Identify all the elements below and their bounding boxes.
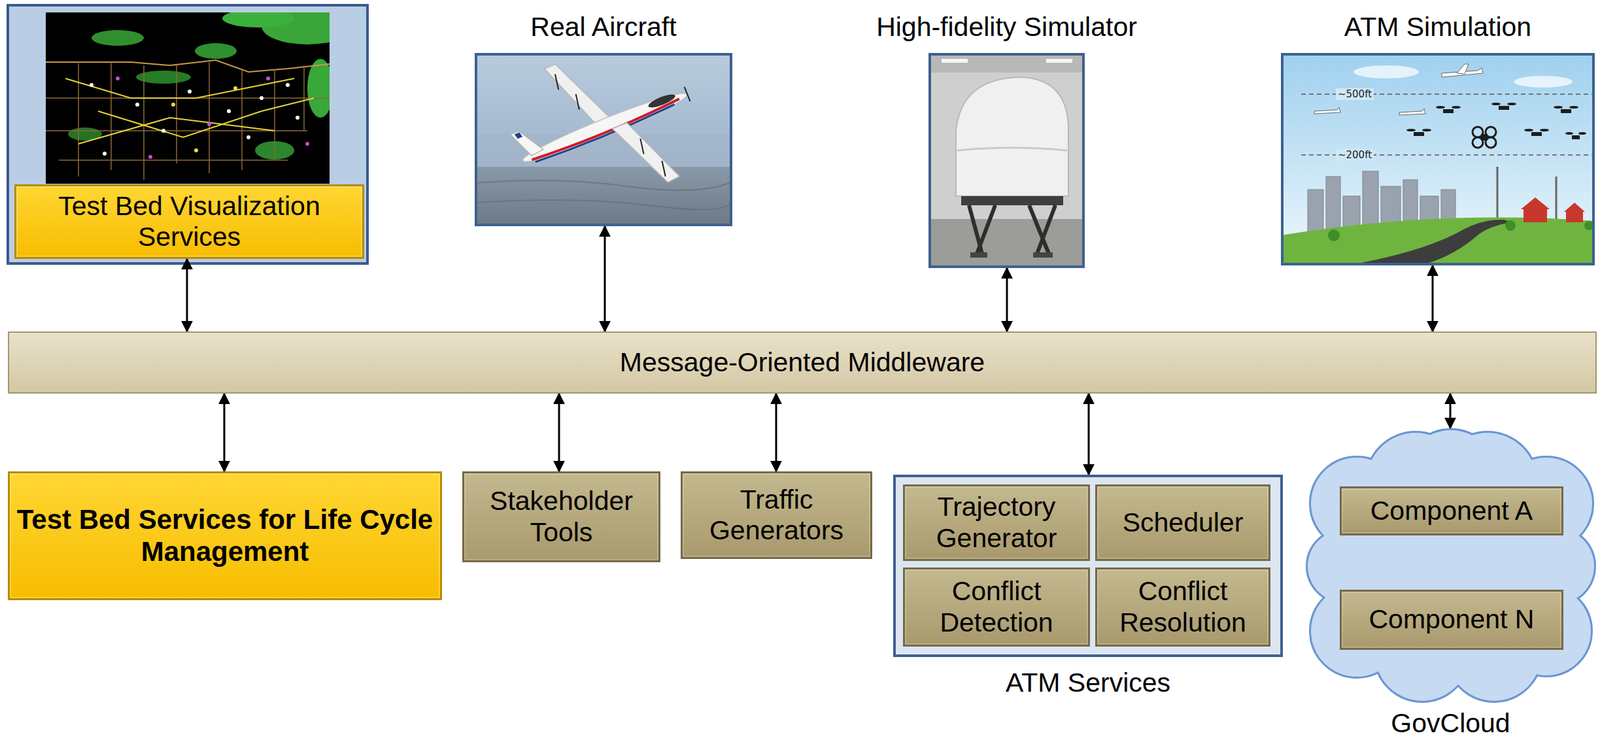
heading-text: ATM Simulation (1344, 11, 1532, 43)
box-text: Component A (1345, 495, 1558, 527)
box-text: Stakeholder Tools (468, 485, 655, 548)
double-arrow (558, 393, 561, 472)
service-box: Test Bed Services for Life Cycle Managem… (7, 471, 443, 601)
box-text: Traffic Generators (686, 484, 867, 546)
box-text: Scheduler (1101, 507, 1265, 539)
service-box: Conflict Detection (902, 567, 1090, 647)
box-text: Trajectory Generator (908, 491, 1085, 554)
box-text: Conflict Detection (908, 576, 1085, 638)
component-box: Component N (1339, 589, 1564, 650)
service-box: Scheduler (1095, 484, 1271, 562)
image-frame: Real Aircraft (474, 52, 733, 227)
cloud-group: GovCloudComponent AComponent N (1304, 428, 1597, 705)
double-arrow (775, 393, 778, 472)
box-text: Test Bed Visualization Services (22, 190, 356, 253)
box-text: Conflict Resolution (1101, 576, 1265, 638)
service-box: Test Bed Visualization Services (14, 184, 365, 259)
component-box: Component A (1339, 486, 1564, 536)
image-frame: ATM Simulation (1280, 52, 1595, 266)
heading-text: ATM Services (1005, 667, 1171, 699)
tool-box: Stakeholder Tools (462, 471, 661, 563)
box-text: Component N (1345, 604, 1558, 635)
cloud-outline (1304, 428, 1597, 705)
service-box: Conflict Resolution (1095, 567, 1271, 647)
service-group: ATM ServicesTrajectory GeneratorSchedule… (893, 474, 1283, 658)
double-arrow (1088, 393, 1090, 475)
heading-text: GovCloud (1390, 708, 1510, 739)
traffic-map (45, 12, 330, 184)
double-arrow (1431, 265, 1434, 332)
double-arrow (223, 393, 226, 472)
double-arrow (1449, 393, 1452, 429)
heading-text: Real Aircraft (530, 11, 677, 43)
altitude-label: ~200ft (1335, 149, 1374, 161)
heading-text: High-fidelity Simulator (876, 11, 1138, 43)
altitude-label: ~500ft (1335, 88, 1374, 101)
double-arrow (604, 226, 607, 332)
middleware-bar: Message-Oriented Middleware (7, 331, 1597, 394)
atm-simulation-picture (1283, 55, 1593, 263)
double-arrow (1006, 268, 1009, 332)
service-box: Trajectory Generator (902, 484, 1090, 562)
box-text: Message-Oriented Middleware (15, 347, 1589, 378)
double-arrow (186, 258, 189, 332)
image-frame: High-fidelity Simulator (928, 52, 1085, 269)
visualization-panel (7, 5, 368, 264)
tool-box: Traffic Generators (680, 471, 873, 560)
simulator-photo (931, 55, 1083, 266)
aircraft-photo (477, 55, 730, 224)
box-text: Test Bed Services for Life Cycle Managem… (16, 504, 434, 568)
